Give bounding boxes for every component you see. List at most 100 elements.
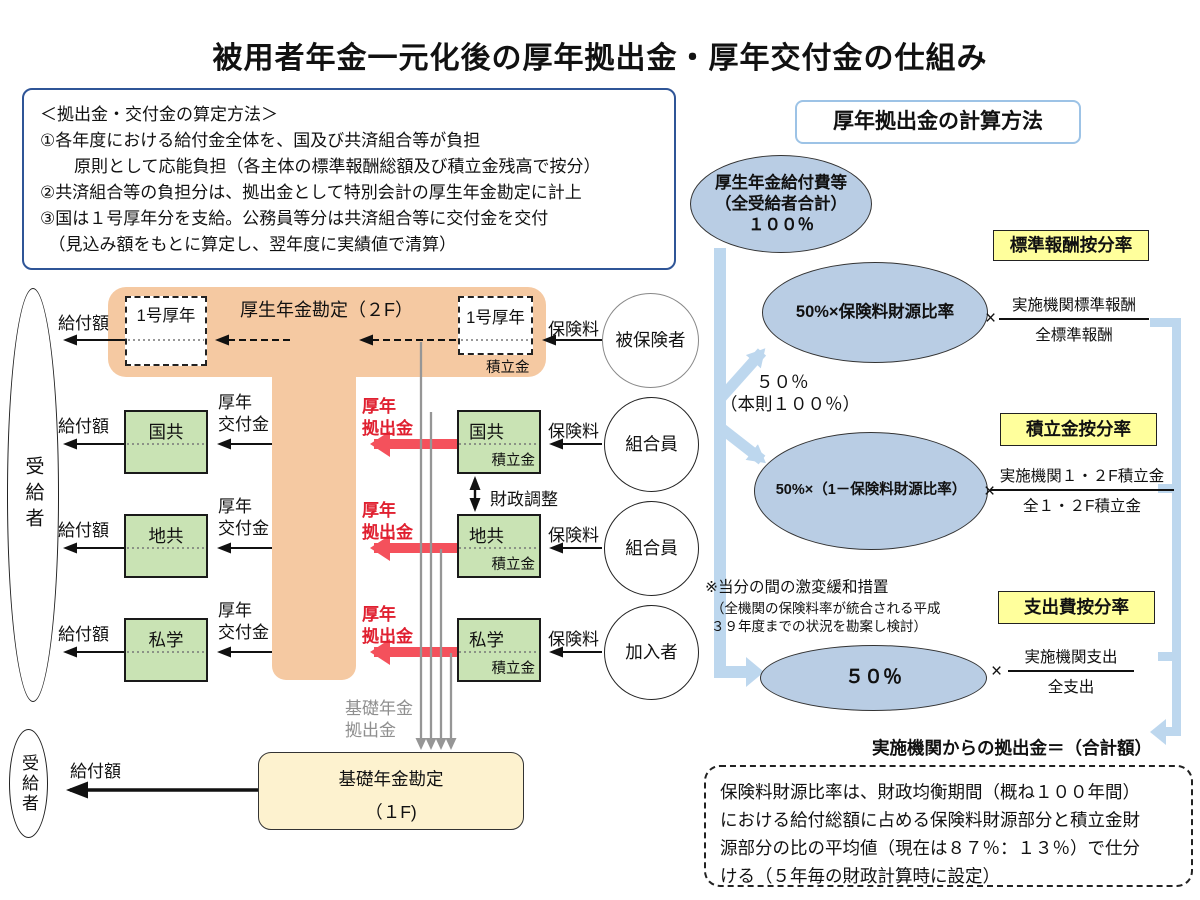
- flow-arrow-to-formula2: [717, 423, 766, 465]
- shigaku-box-left: 私学: [124, 618, 208, 682]
- member-1-label: 組合員: [625, 434, 678, 454]
- kounen1-box-left: 1号厚年: [125, 296, 207, 366]
- recipients-label: 受給者: [22, 456, 44, 534]
- premium-label-row4: 保険料: [548, 630, 599, 649]
- benefit-label-row2: 給付額: [58, 417, 109, 436]
- sum-line: 実施機関からの拠出金＝（合計額）: [872, 738, 1152, 758]
- ratio-label-2-text: 積立金按分率: [1026, 419, 1131, 439]
- premium-label-row3: 保険料: [548, 526, 599, 545]
- ratio-label-3: 支出費按分率: [998, 591, 1155, 624]
- insured-label: 被保険者: [615, 330, 686, 350]
- pension-account-2f-shape-stem: [272, 360, 356, 680]
- total-benefit-ellipse: 厚生年金給付費等 （全受給者合計） １００％: [690, 155, 872, 253]
- method-line-4: ③国は１号厚年分を支給。公務員等分は共済組合等に交付金を交付: [40, 209, 549, 228]
- formula2-ellipse: 50%×（1－保険料財源比率）: [754, 432, 988, 550]
- footnote-line-2: における給付総額に占める保険料財源部分と積立金財: [720, 810, 1140, 830]
- page-title: 被用者年金一元化後の厚年拠出金・厚年交付金の仕組み: [212, 42, 988, 75]
- shigaku-left-label: 私学: [148, 630, 184, 650]
- fraction-3: 実施機関支出 全支出: [1008, 645, 1134, 697]
- method-box: [22, 88, 676, 270]
- ratio-label-1-text: 標準報酬按分率: [1009, 235, 1133, 255]
- benefit-label-row4: 給付額: [58, 625, 109, 644]
- mitigation-note-line3: ３９年度までの状況を勘案し検討）: [711, 619, 927, 634]
- method-line-3: ②共済組合等の負担分は、拠出金として特別会計の厚生年金勘定に計上: [40, 183, 582, 202]
- grant-row2-l1: 厚年: [218, 393, 252, 412]
- mitigation-note-line1: ※当分の間の激変緩和措置: [705, 579, 889, 596]
- chikyo-box-left: 地共: [124, 514, 208, 578]
- total-benefit-line3: １００％: [748, 216, 814, 234]
- basic-account-title: 基礎年金勘定: [338, 769, 444, 789]
- subscriber-label: 加入者: [625, 642, 678, 662]
- contrib-row3-l2: 拠出金: [362, 523, 413, 542]
- ratio-label-1: 標準報酬按分率: [993, 230, 1149, 261]
- fraction-2-denominator: 全１・２F積立金: [1023, 498, 1141, 515]
- contrib-row2-l2: 拠出金: [362, 419, 413, 438]
- mitigation-note-line2: （全機関の保険料率が統合される平成: [711, 601, 941, 616]
- chikyo-box-right: 地共 積立金: [457, 514, 541, 578]
- basic-pension-account-box: 基礎年金勘定 （１F): [258, 752, 524, 830]
- pct50-note-label: （本則１００％）: [720, 394, 860, 414]
- contribution-label-row3: 厚年拠出金: [362, 500, 413, 544]
- fraction-3-denominator: 全支出: [1047, 679, 1095, 696]
- contrib-row3-l1: 厚年: [362, 501, 396, 520]
- times-symbol-1: ×: [985, 308, 997, 329]
- account-2f-label: 厚生年金勘定（２F）: [240, 300, 413, 320]
- shigaku-box-right: 私学 積立金: [457, 618, 541, 682]
- fraction-2: 実施機関１・２F積立金 全１・２F積立金: [990, 464, 1174, 516]
- grant-label-row3: 厚年交付金: [218, 496, 269, 540]
- fraction-1-denominator: 全標準報酬: [1035, 327, 1113, 344]
- fraction-2-numerator: 実施機関１・２F積立金: [990, 464, 1174, 491]
- premium-label-row1: 保険料: [548, 320, 599, 339]
- total-benefit-line2: （全受給者合計）: [715, 195, 847, 213]
- kokukyo-box-right: 国共 積立金: [457, 410, 541, 474]
- recipients-bottom-label: 受給者: [19, 753, 38, 814]
- chikyo-left-label: 地共: [148, 526, 184, 546]
- basic-contrib-l2: 拠出金: [345, 721, 396, 740]
- grant-row2-l2: 交付金: [218, 415, 269, 434]
- contribution-label-row4: 厚年拠出金: [362, 604, 413, 648]
- reserve-row1-label: 積立金: [486, 360, 530, 376]
- benefit-label-row1: 給付額: [58, 314, 109, 333]
- times-symbol-3: ×: [991, 661, 1003, 682]
- calc-method-header-label: 厚年拠出金の計算方法: [833, 110, 1043, 133]
- grant-row4-l2: 交付金: [218, 623, 269, 642]
- formula3-ellipse: ５０％: [760, 645, 987, 711]
- footnote-box: 保険料財源比率は、財政均衡期間（概ね１００年間） における給付総額に占める保険料…: [704, 765, 1193, 887]
- method-line-2: 原則として応能負担（各主体の標準報酬総額及び積立金残高で按分）: [40, 157, 601, 176]
- chikyo-right-label: 地共: [469, 526, 504, 546]
- formula1-ellipse-label: 50%×保険料財源比率: [795, 303, 955, 321]
- basic-contribution-lines: [415, 342, 457, 750]
- grant-row4-l1: 厚年: [218, 601, 252, 620]
- kokukyo-left-label: 国共: [148, 422, 184, 442]
- benefit-label-row3: 給付額: [58, 521, 109, 540]
- method-heading: ＜拠出金・交付金の算定方法＞: [40, 105, 278, 124]
- times-symbol-2: ×: [984, 481, 996, 502]
- benefit-label-bottom: 給付額: [70, 762, 121, 781]
- grant-label-row4: 厚年交付金: [218, 600, 269, 644]
- fraction-1: 実施機関標準報酬 全標準報酬: [999, 293, 1149, 345]
- subscriber-circle: 加入者: [604, 605, 699, 700]
- basic-contrib-l1: 基礎年金: [345, 699, 413, 718]
- kounen1-left-label: 1号厚年: [136, 307, 196, 325]
- fraction-3-numerator: 実施機関支出: [1008, 645, 1134, 672]
- basic-contribution-label: 基礎年金 拠出金: [345, 698, 413, 742]
- shigaku-right-label: 私学: [469, 630, 504, 650]
- fraction-1-numerator: 実施機関標準報酬: [999, 293, 1149, 320]
- recipients-ellipse: 受給者: [7, 288, 59, 702]
- premium-label-row2: 保険料: [548, 422, 599, 441]
- insured-circle: 被保険者: [602, 293, 699, 388]
- contrib-row2-l1: 厚年: [362, 397, 396, 416]
- total-benefit-line1: 厚生年金給付費等: [715, 174, 847, 192]
- grant-row3-l2: 交付金: [218, 519, 269, 538]
- formula1-ellipse: 50%×保険料財源比率: [762, 262, 988, 363]
- footnote-line-4: ける（５年毎の財政計算時に設定）: [720, 866, 1000, 886]
- member-2-label: 組合員: [625, 538, 678, 558]
- calc-method-header: 厚年拠出金の計算方法: [795, 100, 1081, 144]
- contribution-label-row2: 厚年拠出金: [362, 396, 413, 440]
- chikyo-reserve-label: 積立金: [491, 557, 536, 573]
- kokukyo-right-label: 国共: [469, 422, 504, 442]
- formula3-ellipse-label: ５０％: [844, 667, 902, 688]
- fiscal-adjustment-label: 財政調整: [490, 490, 558, 509]
- kounen1-box-right: 1号厚年: [458, 296, 533, 355]
